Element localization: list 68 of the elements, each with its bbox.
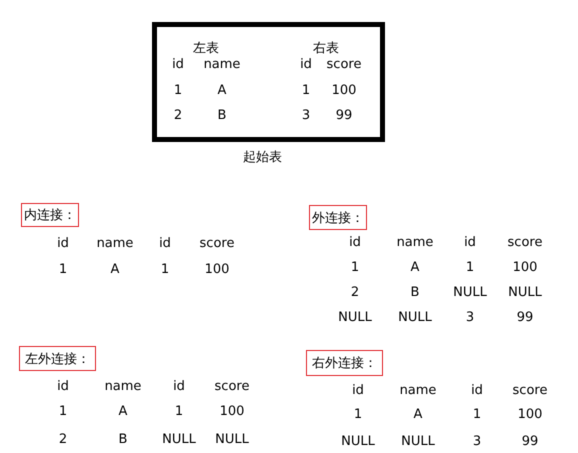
table-cell: 100 bbox=[220, 404, 244, 420]
table-cell: 3 bbox=[466, 310, 474, 326]
table-cell: 1 bbox=[354, 407, 362, 423]
table-cell: 1 bbox=[160, 262, 170, 278]
table-cell: name bbox=[104, 379, 142, 395]
section-label: 右外连接： bbox=[306, 350, 383, 376]
table-cell: 1 bbox=[466, 260, 474, 276]
table-cell: name bbox=[204, 57, 240, 73]
table-cell: A bbox=[218, 83, 226, 99]
table-cell: NULL bbox=[338, 310, 372, 326]
table-cell: 3 bbox=[472, 434, 482, 450]
table-caption: 起始表 bbox=[243, 150, 282, 166]
table-cell: score bbox=[214, 379, 250, 395]
table-cell: 100 bbox=[512, 260, 538, 276]
table-cell: 1 bbox=[174, 83, 182, 99]
table-cell: A bbox=[110, 262, 120, 278]
table-cell: NULL bbox=[215, 432, 249, 448]
table-cell: NULL bbox=[162, 432, 196, 448]
table-cell: NULL bbox=[398, 310, 432, 326]
table-cell: score bbox=[508, 235, 542, 251]
table-cell: name bbox=[396, 235, 434, 251]
table-cell: 1 bbox=[350, 260, 360, 276]
table-cell: NULL bbox=[341, 434, 375, 450]
table-cell: 2 bbox=[58, 432, 68, 448]
table-cell: NULL bbox=[508, 285, 542, 301]
table-cell: id bbox=[464, 235, 476, 251]
table-cell: A bbox=[410, 260, 420, 276]
table-cell: 2 bbox=[174, 108, 182, 124]
table-cell: 1 bbox=[302, 83, 310, 99]
table-cell: id bbox=[471, 383, 483, 399]
table-cell: 100 bbox=[204, 262, 230, 278]
table-cell: id bbox=[57, 236, 69, 252]
table-heading: 左表 bbox=[193, 41, 219, 57]
table-cell: name bbox=[96, 236, 134, 252]
table-cell: A bbox=[118, 404, 128, 420]
table-cell: B bbox=[118, 432, 128, 448]
table-cell: NULL bbox=[453, 285, 487, 301]
table-cell: score bbox=[200, 236, 234, 252]
table-cell: 1 bbox=[174, 404, 184, 420]
table-cell: id bbox=[173, 379, 185, 395]
table-cell: A bbox=[414, 407, 422, 423]
section-label: 外连接： bbox=[309, 205, 367, 230]
table-cell: 3 bbox=[302, 108, 310, 124]
table-cell: id bbox=[352, 383, 364, 399]
table-cell: 2 bbox=[350, 285, 360, 301]
table-cell: 1 bbox=[58, 404, 68, 420]
table-cell: id bbox=[172, 57, 184, 73]
section-label: 内连接： bbox=[21, 203, 79, 227]
table-cell: B bbox=[410, 285, 420, 301]
table-cell: name bbox=[400, 383, 436, 399]
table-cell: id bbox=[349, 235, 361, 251]
table-cell: id bbox=[57, 379, 69, 395]
table-frame bbox=[152, 22, 385, 142]
table-cell: B bbox=[218, 108, 226, 124]
table-cell: 99 bbox=[516, 310, 534, 326]
table-cell: NULL bbox=[401, 434, 435, 450]
section-label: 左外连接： bbox=[19, 346, 96, 371]
table-cell: id bbox=[159, 236, 171, 252]
table-cell: id bbox=[300, 57, 312, 73]
table-cell: 99 bbox=[522, 434, 538, 450]
table-cell: score bbox=[512, 383, 548, 399]
table-cell: 100 bbox=[518, 407, 542, 423]
table-cell: score bbox=[326, 57, 362, 73]
table-cell: 1 bbox=[58, 262, 68, 278]
table-cell: 99 bbox=[336, 108, 352, 124]
table-cell: 1 bbox=[472, 407, 482, 423]
table-cell: 100 bbox=[332, 83, 356, 99]
table-heading: 右表 bbox=[313, 41, 339, 57]
